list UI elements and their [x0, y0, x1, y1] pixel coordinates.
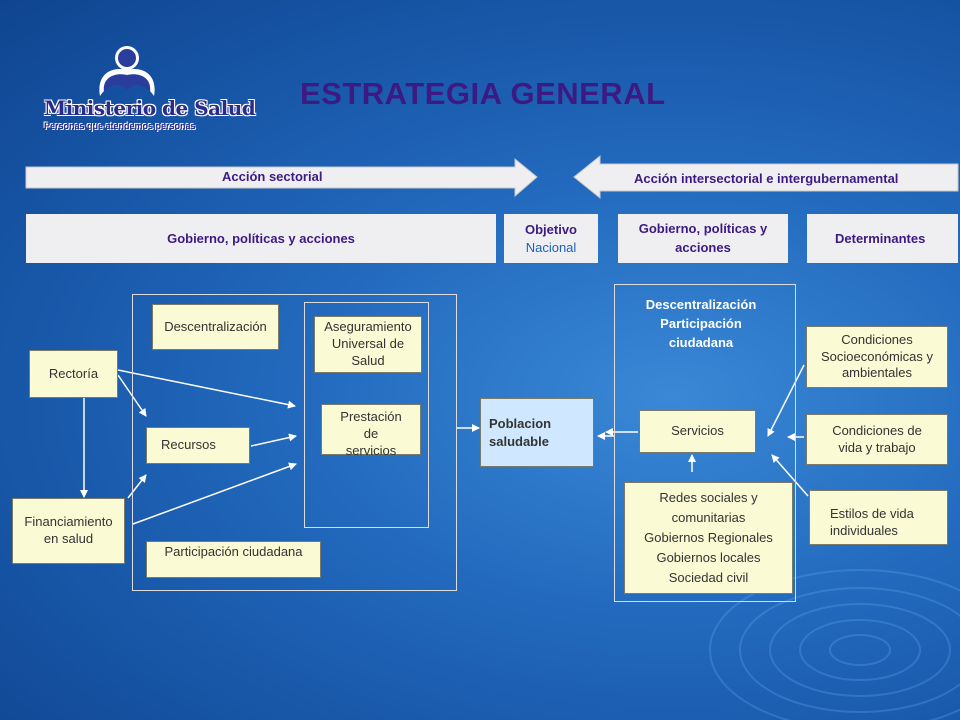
- heading-participacion: Participación: [660, 315, 742, 331]
- intersectoral-arrow-shape: [573, 154, 959, 200]
- participacion-box: Participación ciudadana: [146, 541, 321, 578]
- rectoria-to-prestacion-arrow: [117, 369, 296, 409]
- heading-descentralizacion: Descentralización: [645, 297, 757, 312]
- intersectoral-arrow-label: Acción intersectorial e intergubernament…: [634, 171, 899, 186]
- bar-gobierno-left-label: Gobierno, políticas y acciones: [167, 231, 355, 246]
- background-swirl: [709, 569, 960, 720]
- aseguramiento-label: Aseguramiento Universal de Salud: [324, 319, 412, 368]
- financiamiento-box: Financiamiento en salud: [12, 498, 125, 564]
- right-section-heading: Descentralización Participación ciudadan…: [626, 296, 776, 353]
- bar-gobierno-right-label: Gobierno, políticas y acciones: [638, 221, 768, 255]
- rectoria-box: Rectoría: [29, 350, 118, 398]
- logo-title: Ministerio de Salud: [44, 96, 256, 120]
- heading-ciudadana: ciudadana: [668, 334, 734, 350]
- national-label: Nacional: [525, 239, 577, 255]
- poblacion-saludable-box: Poblacion saludable: [480, 398, 594, 467]
- condiciones-socio-box: Condiciones Socioeconómicas y ambientale…: [806, 326, 948, 388]
- bar-gobierno-right: Gobierno, políticas y acciones: [618, 214, 788, 263]
- sectoral-arrow-shape: [25, 157, 538, 198]
- left-section-frame: [132, 294, 457, 591]
- recursos-to-prestacion-arrow: [250, 433, 297, 447]
- redes-box: Redes sociales y comunitarias Gobiernos …: [624, 482, 793, 594]
- recursos-box: Recursos: [146, 427, 250, 464]
- page-title: ESTRATEGIA GENERAL: [300, 76, 666, 111]
- financiamiento-label: Financiamiento en salud: [24, 514, 113, 546]
- sociedad-civil-label: Sociedad civil: [668, 570, 749, 586]
- descentralizacion-box: Descentralización: [152, 304, 279, 350]
- financiamiento-to-recursos-arrow: [127, 474, 147, 499]
- participacion-label: Participación ciudadana: [164, 544, 303, 559]
- estilos-to-servicios-arrow: [771, 454, 809, 497]
- servicios-label: Servicios: [671, 423, 724, 439]
- gobiernos-locales-label: Gobiernos locales: [656, 550, 761, 566]
- saludable-label: saludable: [489, 433, 549, 449]
- financiamiento-to-prestacion-arrow: [132, 462, 297, 525]
- recursos-label: Recursos: [161, 437, 216, 453]
- right-section-frame: [614, 284, 796, 602]
- logo-tagline: Personas que atendemos personas: [44, 121, 196, 131]
- rectoria-label: Rectoría: [48, 365, 99, 381]
- descentralizacion-label: Descentralización: [164, 318, 267, 334]
- condiciones-vida-box: Condiciones de vida y trabajo: [806, 414, 948, 465]
- socio-to-servicios-arrow: [767, 364, 805, 437]
- ministry-logo-figure: [99, 46, 155, 96]
- gobiernos-regionales-label: Gobiernos Regionales: [644, 529, 773, 545]
- bar-gobierno-left: Gobierno, políticas y acciones: [26, 214, 496, 263]
- condiciones-vida-label: Condiciones de vida y trabajo: [832, 422, 922, 455]
- poblacion-label: Poblacion: [489, 416, 552, 431]
- redes-sociales-label: Redes sociales y comunitarias: [659, 489, 758, 525]
- condiciones-socio-label: Condiciones Socioeconómicas y ambientale…: [821, 331, 933, 381]
- bar-determinantes-label: Determinantes: [835, 231, 926, 246]
- prestacion-box: Prestación de servicios: [321, 404, 421, 458]
- aseguramiento-frame: [304, 302, 429, 528]
- prestacion-label: Prestación de servicios: [340, 409, 402, 458]
- sectoral-arrow-label: Acción sectorial: [222, 169, 323, 184]
- bar-determinantes: Determinantes: [807, 214, 958, 263]
- bar-objetivo-nacional: Objetivo Nacional: [504, 214, 598, 263]
- objective-label: Objetivo: [524, 221, 577, 237]
- servicios-box: Servicios: [639, 410, 756, 453]
- aseguramiento-box: Aseguramiento Universal de Salud: [314, 316, 422, 373]
- estilos-box: Estilos de vida individuales: [809, 490, 948, 545]
- estilos-label: Estilos de vida individuales: [830, 506, 914, 538]
